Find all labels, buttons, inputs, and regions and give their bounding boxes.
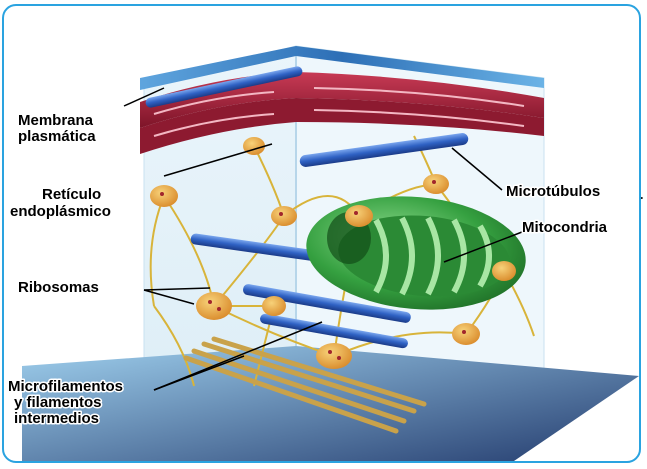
label-membrana-line2: plasmática [18, 128, 96, 145]
label-ribosomas: Ribosomas [18, 279, 99, 296]
label-membrana-line1: Membrana [18, 112, 94, 129]
diagram-frame: Membrana plasmática Retículo endoplásmic… [2, 4, 641, 463]
label-reticulo-line1: Retículo [42, 186, 101, 203]
label-microfilamentos-line2: y filamentos [14, 394, 102, 411]
label-microtubulos: Microtúbulos [506, 183, 600, 200]
cytoskeleton-illustration: Membrana plasmática Retículo endoplásmic… [4, 6, 641, 463]
label-mitocondria: Mitocondria [522, 219, 608, 236]
label-microfilamentos-line3: intermedios [14, 410, 99, 427]
label-reticulo-line2: endoplásmico [10, 203, 111, 220]
label-microfilamentos-line1: Microfilamentos [8, 378, 123, 395]
